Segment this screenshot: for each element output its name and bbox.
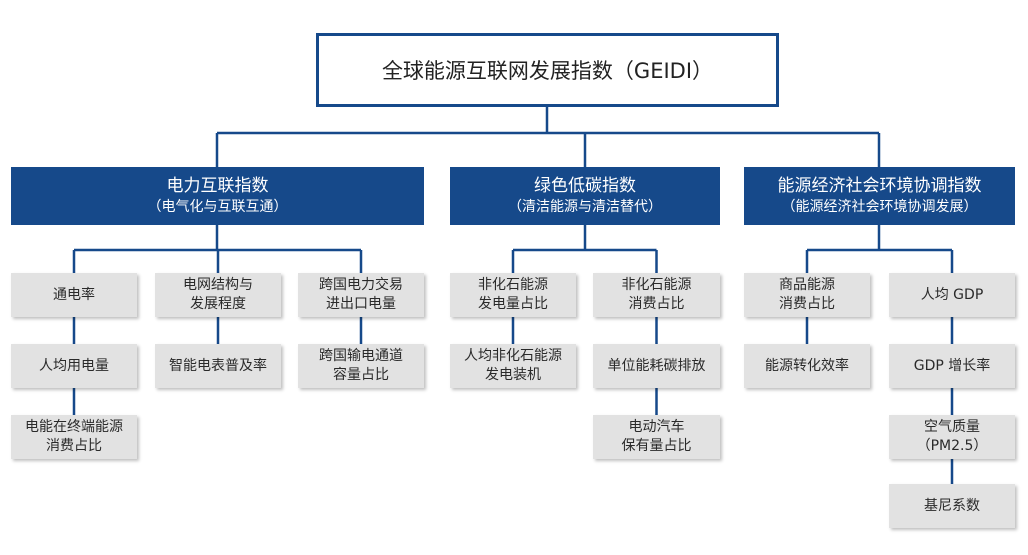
indicator-label: 商品能源 bbox=[779, 277, 835, 293]
indicator-node: 通电率 bbox=[11, 273, 137, 317]
indicator-label: 跨国电力交易 bbox=[319, 277, 403, 293]
indicator-node: 人均非化石能源发电装机 bbox=[450, 344, 576, 388]
indicator-label: 人均非化石能源 bbox=[464, 348, 562, 364]
category-title: 电力互联指数 bbox=[166, 176, 269, 196]
indicator-label: 非化石能源 bbox=[478, 277, 548, 293]
category-title: 能源经济社会环境协调指数 bbox=[777, 176, 982, 196]
indicator-label: 电动汽车 bbox=[628, 419, 685, 435]
indicator-label: GDP 增长率 bbox=[913, 357, 991, 374]
indicator-label: 人均用电量 bbox=[39, 357, 109, 374]
indicator-node: 电网结构与发展程度 bbox=[155, 273, 281, 317]
indicator-node: 空气质量 （PM2.5） bbox=[889, 415, 1015, 459]
indicator-node: GDP 增长率 bbox=[889, 344, 1015, 388]
indicator-node: 基尼系数 bbox=[889, 484, 1015, 528]
category-subtitle: （清洁能源与清洁替代） bbox=[508, 199, 662, 215]
indicator-label: 进出口电量 bbox=[326, 296, 396, 312]
indicator-label: 电网结构与 bbox=[183, 277, 253, 293]
indicator-label: 消费占比 bbox=[779, 296, 835, 312]
indicator-node: 非化石能源消费占比 bbox=[593, 273, 720, 317]
indicator-label: 电能在终端能源 bbox=[25, 419, 123, 435]
indicator-label: 发电装机 bbox=[485, 367, 541, 383]
indicator-node: 跨国电力交易进出口电量 bbox=[298, 273, 424, 317]
indicator-label: 消费占比 bbox=[628, 296, 685, 312]
indicator-node: 商品能源消费占比 bbox=[744, 273, 870, 317]
indicator-label: 单位能耗碳排放 bbox=[607, 357, 706, 374]
category-subtitle: （电气化与互联互通） bbox=[147, 199, 288, 215]
category-title: 绿色低碳指数 bbox=[534, 176, 636, 196]
root-title: 全球能源互联网发展指数（GEIDI） bbox=[381, 59, 714, 83]
indicator-label: 跨国输电通道 bbox=[319, 348, 403, 364]
indicator-node: 智能电表普及率 bbox=[155, 344, 281, 388]
category-node-green-low-carbon: 绿色低碳指数 （清洁能源与清洁替代） bbox=[450, 167, 720, 225]
indicator-node: 人均用电量 bbox=[11, 344, 137, 388]
category-node-power-interconnection: 电力互联指数 （电气化与互联互通） bbox=[11, 167, 424, 225]
indicator-label: 消费占比 bbox=[46, 438, 102, 454]
indicator-label: 智能电表普及率 bbox=[169, 357, 267, 374]
indicator-node: 电能在终端能源消费占比 bbox=[11, 415, 137, 459]
indicator-label: 基尼系数 bbox=[924, 497, 980, 514]
indicator-label: （PM2.5） bbox=[916, 438, 988, 454]
indicator-label: 容量占比 bbox=[333, 367, 389, 383]
indicator-label: 保有量占比 bbox=[621, 438, 692, 454]
indicator-node: 单位能耗碳排放 bbox=[593, 344, 720, 388]
indicator-node: 能源转化效率 bbox=[744, 344, 870, 388]
root-node: 全球能源互联网发展指数（GEIDI） bbox=[316, 33, 779, 107]
indicator-node: 跨国输电通道容量占比 bbox=[298, 344, 424, 388]
indicator-label: 空气质量 bbox=[924, 419, 980, 435]
category-node-energy-economy-coordination: 能源经济社会环境协调指数 （能源经济社会环境协调发展） bbox=[744, 167, 1015, 225]
indicator-node: 非化石能源发电量占比 bbox=[450, 273, 576, 317]
indicator-label: 非化石能源 bbox=[621, 277, 692, 293]
indicator-label: 发展程度 bbox=[190, 296, 246, 312]
indicator-label: 通电率 bbox=[53, 286, 95, 303]
indicator-label: 能源转化效率 bbox=[765, 357, 849, 374]
indicator-node: 人均 GDP bbox=[889, 273, 1015, 317]
category-subtitle: （能源经济社会环境协调发展） bbox=[781, 199, 978, 215]
indicator-label: 发电量占比 bbox=[478, 296, 548, 312]
indicator-node: 电动汽车保有量占比 bbox=[593, 415, 720, 459]
indicator-label: 人均 GDP bbox=[920, 286, 984, 303]
